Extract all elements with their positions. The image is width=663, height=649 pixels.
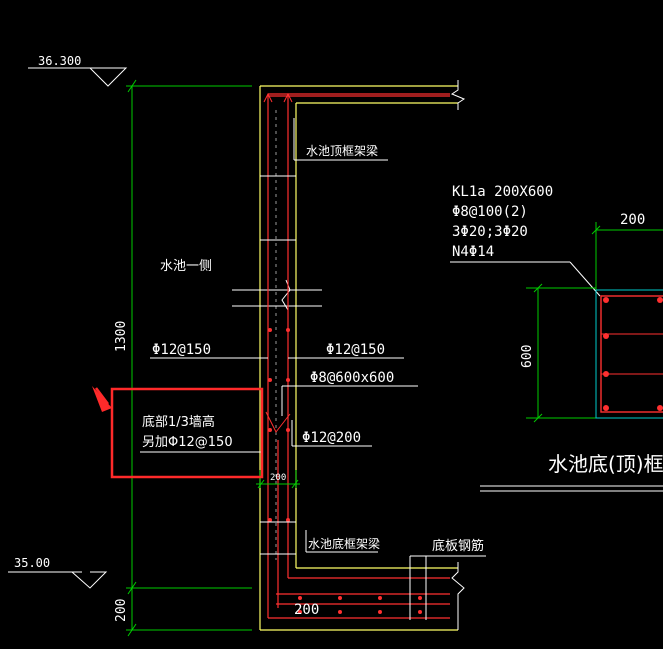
section-title: 水池底(顶)框 [548,452,663,476]
beam-name: KL1a 200X600 [452,184,553,200]
section-title-underline [480,485,663,492]
beam-main-bars: 3Φ20;3Φ20 [452,224,528,240]
left-height-dimension: 1300 [114,321,129,352]
wall-outline [259,85,458,631]
rebar-dots [268,328,422,614]
extra-bar-hook [265,411,291,433]
extra-bar-label: Φ12@200 [302,430,361,446]
tie-bars-label: Φ8@600x600 [310,370,394,386]
pool-side-label: 水池一侧 [160,259,212,274]
beam-height-label: 600 [520,345,535,368]
elevation-marker-bottom: 35.00 [8,556,108,589]
beam-width-label: 200 [620,212,645,228]
extra-bar-note-line2: 另加Φ12@150 [142,435,233,450]
elevation-top-label: 36.300 [38,54,81,68]
rebar-left-label: Φ12@150 [152,342,211,358]
bottom-height-dimension: 200 [114,599,129,622]
bottom-frame-beam-label: 水池底框架梁 [308,536,380,551]
bottom-slab-rebar-label: 底板钢筋 [432,538,484,554]
wall-rebars [267,93,450,619]
wall-thickness-dim [256,470,300,489]
left-dimension [126,79,252,637]
bottom-slab-width-label: 200 [294,602,319,618]
highlight-arrow-icon [92,386,112,412]
beam-section [595,289,663,419]
beam-side-bars: N4Φ14 [452,244,494,260]
wall-thickness-label: 200 [270,473,286,483]
wall-ticks [260,175,296,555]
rebar-arrow-tips [263,92,293,103]
beam-height-dim [526,283,596,423]
leader-lines [140,118,601,620]
highlight-box [110,387,264,479]
beam-width-dim [591,222,663,290]
elevation-bottom-label: 35.00 [14,556,50,570]
rebar-right-label: Φ12@150 [326,342,385,358]
beam-stirrups: Φ8@100(2) [452,204,528,220]
elevation-marker-top: 36.300 [28,54,128,87]
beam-section-bars [603,297,663,411]
top-frame-beam-label: 水池顶框架梁 [306,143,378,158]
extra-bar-note-line1: 底部1/3墙高 [142,414,215,430]
highlight-annotation [92,386,264,479]
break-symbols [232,80,466,630]
